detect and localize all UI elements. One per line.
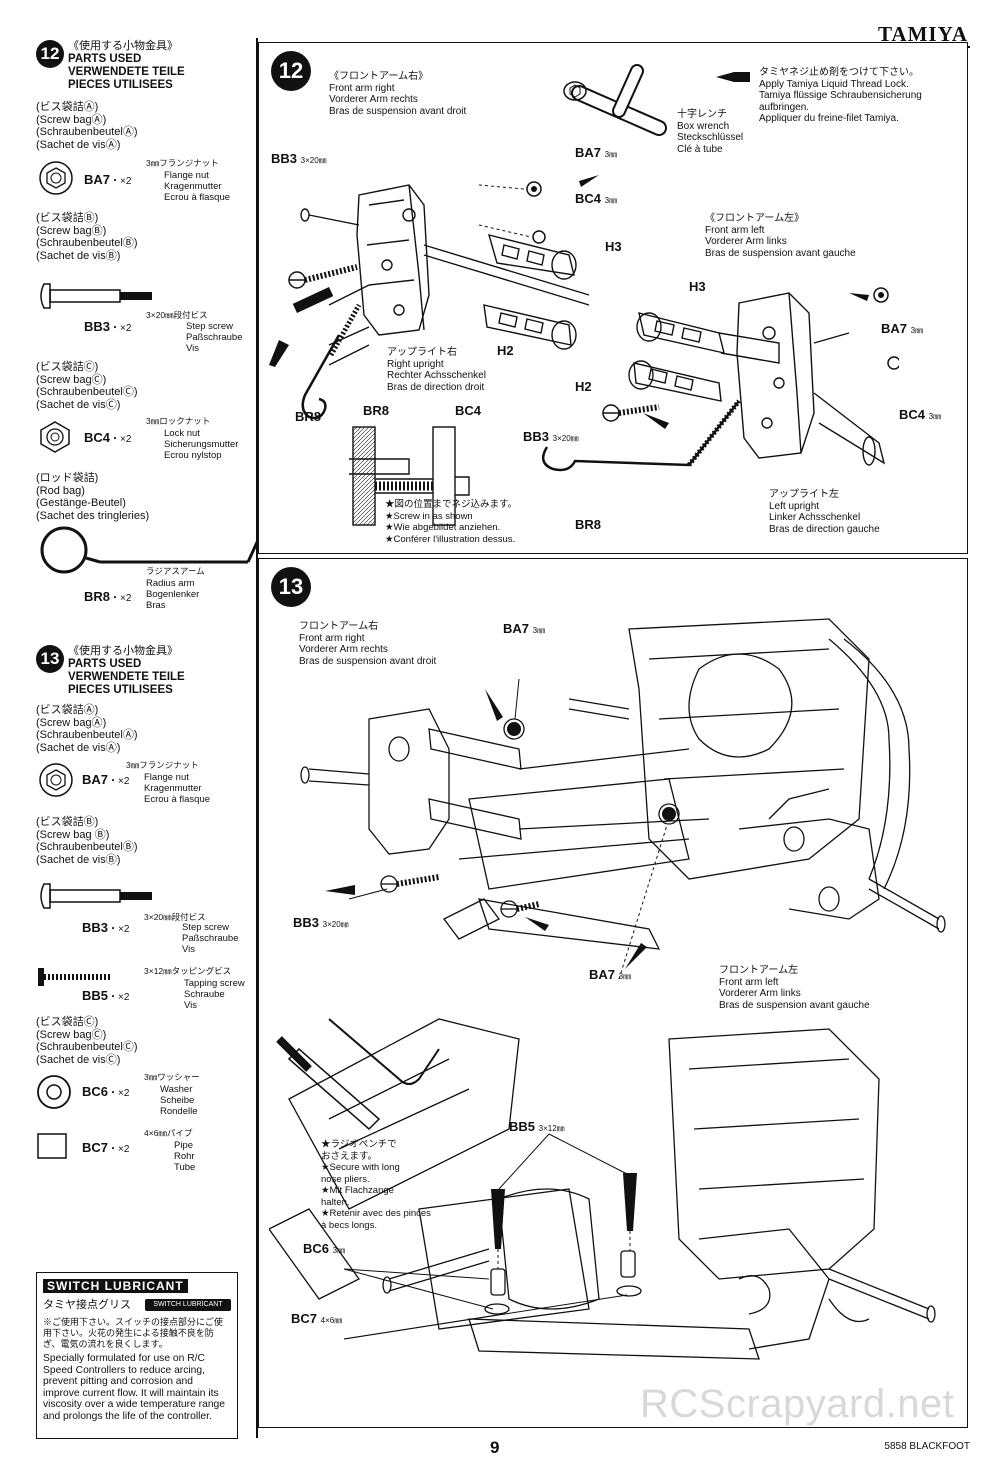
front-arm-right-label: 《フロントアーム右》 Front arm right Vorderer Arm …	[329, 71, 467, 117]
step12-part-bc4: 3㎜ロックナット BC4・×2 Lock nut Sicherungsmutte…	[36, 416, 256, 466]
h2-label: H2	[497, 343, 514, 358]
pliers-note: ★ラジオペンチで おさえます。 ★Secure with long nose p…	[321, 1139, 431, 1231]
front-arm-chassis-assembly-drawing	[300, 618, 946, 980]
step13-bag-c: (ビス袋詰Ⓒ) (Screw bagⒸ) (SchraubenbeutelⒸ) …	[36, 1016, 138, 1066]
bb3-left-label: BB3 3×20㎜	[523, 429, 579, 444]
bb5-label: BB5 3×12㎜	[509, 1119, 565, 1134]
step12-part-ba7: 3㎜フランジナット BA7・×2 Flange nut Kragenmutter…	[36, 158, 256, 204]
step13-bag-a: (ビス袋詰Ⓐ) (Screw bagⒶ) (SchraubenbeutelⒶ) …	[36, 704, 138, 754]
step12-header-de: VERWENDETE TEILE	[68, 66, 185, 78]
front-arm-left-label-13: フロントアーム左 Front arm left Vorderer Arm lin…	[719, 965, 870, 1011]
br8-left-label: BR8	[575, 517, 602, 532]
pipe-washer-assembly-drawing	[269, 1018, 936, 1360]
footer-code: 5858 BLACKFOOT	[884, 1441, 970, 1452]
washer-icon	[37, 1075, 71, 1109]
switch-lubricant-en-text: Specially formulated for use on R/C Spee…	[43, 1353, 225, 1422]
front-arm-right-label-13: フロントアーム右 Front arm right Vorderer Arm re…	[299, 621, 437, 667]
switch-lubricant-jp-title: タミヤ接点グリス	[43, 1299, 131, 1311]
h3-label: H3	[605, 239, 622, 254]
front-arm-left-label: 《フロントアーム左》 Front arm left Vorderer Arm l…	[705, 213, 856, 259]
ba7-left-label: BA7 3㎜	[881, 321, 924, 336]
step13-part-bb3: 3×20㎜段付ビス BB3・×2 Step screw Paßschraube …	[36, 874, 256, 964]
h2-left-label: H2	[575, 379, 592, 394]
column-divider	[256, 38, 258, 1438]
step13-part-bb5: 3×12㎜タッピングビス BB5・×2 Tapping screw Schrau…	[36, 962, 256, 1018]
bb3-label-12: BB3 3×20㎜	[271, 151, 327, 166]
right-upright-assembly-drawing	[269, 175, 599, 420]
panel13-badge: 13	[271, 567, 311, 607]
bc4-label-12: BC4 3㎜	[575, 191, 618, 206]
step12-header-jp: 《使用する小物金具》	[68, 40, 178, 52]
step12-header-fr: PIECES UTILISEES	[68, 79, 173, 91]
switch-lubricant-box: SWITCH LUBRICANT タミヤ接点グリス SWITCH LUBRICA…	[36, 1272, 238, 1439]
br8-code: BR8	[84, 589, 111, 604]
left-upright-assembly-drawing	[541, 287, 899, 472]
bc4-left-label: BC4 3㎜	[899, 407, 942, 422]
h3-left-label: H3	[689, 279, 706, 294]
bb3-code: BB3	[84, 319, 111, 334]
step12-header-en: PARTS USED	[68, 53, 142, 65]
bc4-detail-label: BC4	[455, 403, 482, 418]
flange-nut-icon	[39, 763, 73, 797]
bc7-label: BC7 4×6㎜	[291, 1311, 343, 1326]
step13-part-bc6: 3㎜ワッシャー BC6・×2 Washer Scheibe Rondelle	[36, 1072, 256, 1122]
screw-depth-detail-drawing	[349, 426, 470, 526]
step13-bag-b: (ビス袋詰Ⓑ) (Screw bag Ⓑ) (SchraubenbeutelⒷ)…	[36, 816, 138, 866]
step12-bag-a: (ビス袋詰Ⓐ) (Screw bagⒶ) (SchraubenbeutelⒶ) …	[36, 101, 138, 151]
lock-nut-icon	[40, 421, 70, 453]
left-upright-label: アップライト左 Left upright Linker Achsschenkel…	[769, 489, 880, 535]
step12-panel: 12 《フロントアーム右》 Front arm right Vorderer A…	[258, 42, 968, 554]
lubricant-tube-icon: SWITCH LUBRICANT	[145, 1299, 231, 1311]
step13-panel: 13 フロントアーム右 Front arm right Vorderer Arm…	[258, 558, 968, 1428]
right-upright-label: アップライト右 Right upright Rechter Achsschenk…	[387, 347, 486, 393]
page-number: 9	[490, 1438, 500, 1457]
step12-badge: 12	[36, 40, 64, 68]
switch-lubricant-logo: SWITCH LUBRICANT	[43, 1279, 188, 1293]
switch-lubricant-jp-text: ※ご使用下さい。スイッチの接点部分にご使用下さい。火花の発生による接触不良を防ぎ…	[43, 1317, 223, 1349]
bb3-label-13: BB3 3×20㎜	[293, 915, 349, 930]
flange-nut-icon	[39, 161, 73, 195]
step13-part-ba7: 3㎜フランジナット BA7・×2 Flange nut Kragenmutter…	[36, 760, 256, 806]
step13-part-bc7: 4×6㎜パイプ BC7・×2 Pipe Rohr Tube	[36, 1128, 256, 1178]
br8-detail-label: BR8	[363, 403, 390, 418]
ba7-bottom-label: BA7 3㎜	[589, 967, 632, 982]
step12-bag-b: (ビス袋詰Ⓑ) (Screw bagⒷ) (SchraubenbeutelⒷ) …	[36, 212, 138, 262]
step12-part-bb3: 3×20㎜段付ビス BB3・×2 Step screw Paßschraube …	[36, 274, 256, 364]
bc4-code: BC4	[84, 430, 111, 445]
box-wrench-icon	[563, 64, 667, 136]
step12-bag-rod: (ロッド袋詰) (Rod bag) (Gestänge-Beutel) (Sac…	[36, 472, 150, 522]
ba7-code: BA7	[84, 172, 111, 187]
thread-lock-note: タミヤネジ止め剤をつけて下さい。 Apply Tamiya Liquid Thr…	[759, 67, 922, 124]
step13-parts-header: 13 《使用する小物金具》 PARTS USED VERWENDETE TEIL…	[36, 645, 185, 696]
pipe-icon	[37, 1133, 67, 1159]
panel12-badge: 12	[271, 51, 311, 91]
screw-in-note: ★図の位置までネジ込みます。 ★Screw in as shown ★Wie a…	[385, 499, 518, 545]
step-screw-icon	[40, 283, 152, 309]
watermark: RCScrapyard.net	[640, 1382, 955, 1426]
box-wrench-label: 十字レンチ Box wrench Steckschlüssel Clé à tu…	[677, 109, 744, 155]
step-screw-icon	[40, 883, 152, 909]
step12-part-br8: ラジアスアーム BR8・×2 Radius arm Bogenlenker Br…	[84, 566, 205, 611]
step12-parts-header: 12 《使用する小物金具》 PARTS USED VERWENDETE TEIL…	[36, 40, 185, 91]
ba7-label-12: BA7 3㎜	[575, 145, 618, 160]
step13-badge: 13	[36, 645, 64, 673]
tapping-screw-icon	[38, 968, 112, 986]
ba7-top-label: BA7 3㎜	[503, 621, 546, 636]
thread-lock-icon	[716, 72, 750, 82]
step12-bag-c: (ビス袋詰Ⓒ) (Screw bagⒸ) (SchraubenbeutelⒸ) …	[36, 361, 138, 411]
